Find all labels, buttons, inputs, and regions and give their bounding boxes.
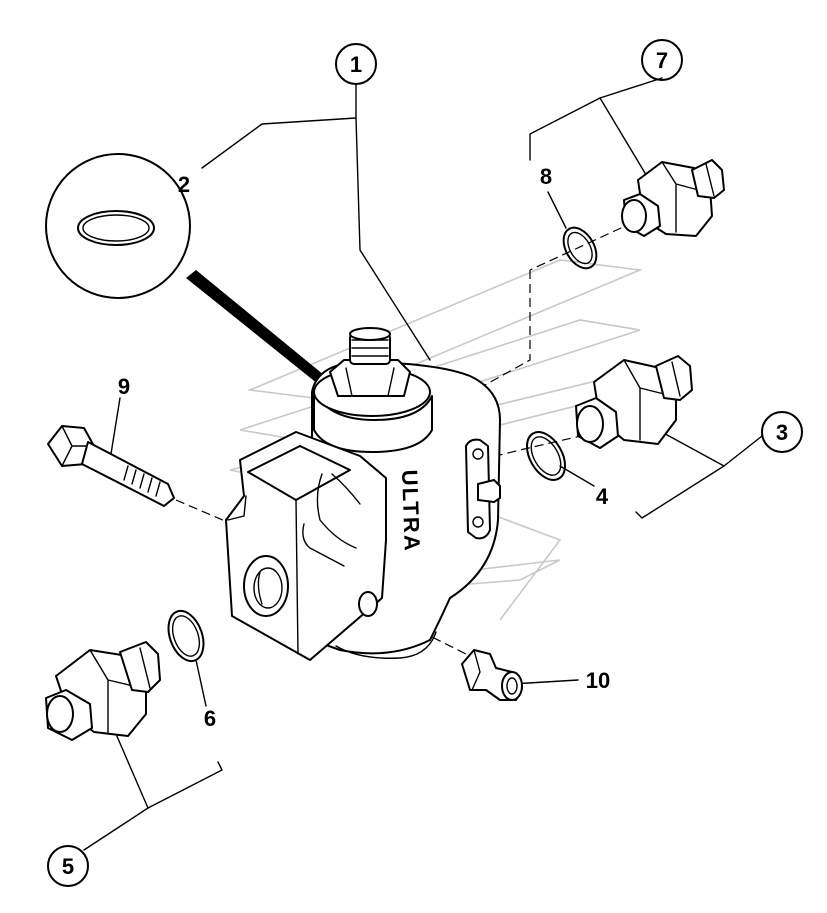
label-9: 9 (118, 374, 130, 399)
oring-8 (562, 226, 598, 270)
callout-5: 5 (47, 845, 89, 887)
label-8: 8 (540, 164, 552, 189)
callout-label-3: 3 (776, 420, 788, 445)
callout-label-5: 5 (62, 854, 74, 879)
callout-1: 1 (335, 43, 377, 85)
label-10: 10 (586, 668, 610, 693)
fitting-5 (45, 641, 161, 741)
callout-label-1: 1 (350, 52, 362, 77)
label-6: 6 (204, 706, 216, 731)
nipple-10 (461, 649, 523, 701)
fitting-3 (575, 355, 693, 449)
callout-3: 3 (761, 411, 803, 453)
bolt-9 (47, 425, 175, 507)
leader-lines (83, 77, 763, 851)
callout-7: 7 (641, 39, 683, 81)
label-2: 2 (178, 172, 190, 197)
oring-6 (167, 609, 205, 663)
fitting-7 (621, 159, 725, 237)
body-marking-text: ULTRA (397, 469, 425, 553)
label-4: 4 (596, 484, 609, 509)
body-marking: ULTRA (397, 469, 425, 553)
oring-4 (526, 431, 566, 481)
detail-view-oring (45, 153, 330, 384)
valve-body (225, 327, 501, 661)
callout-label-7: 7 (656, 48, 668, 73)
